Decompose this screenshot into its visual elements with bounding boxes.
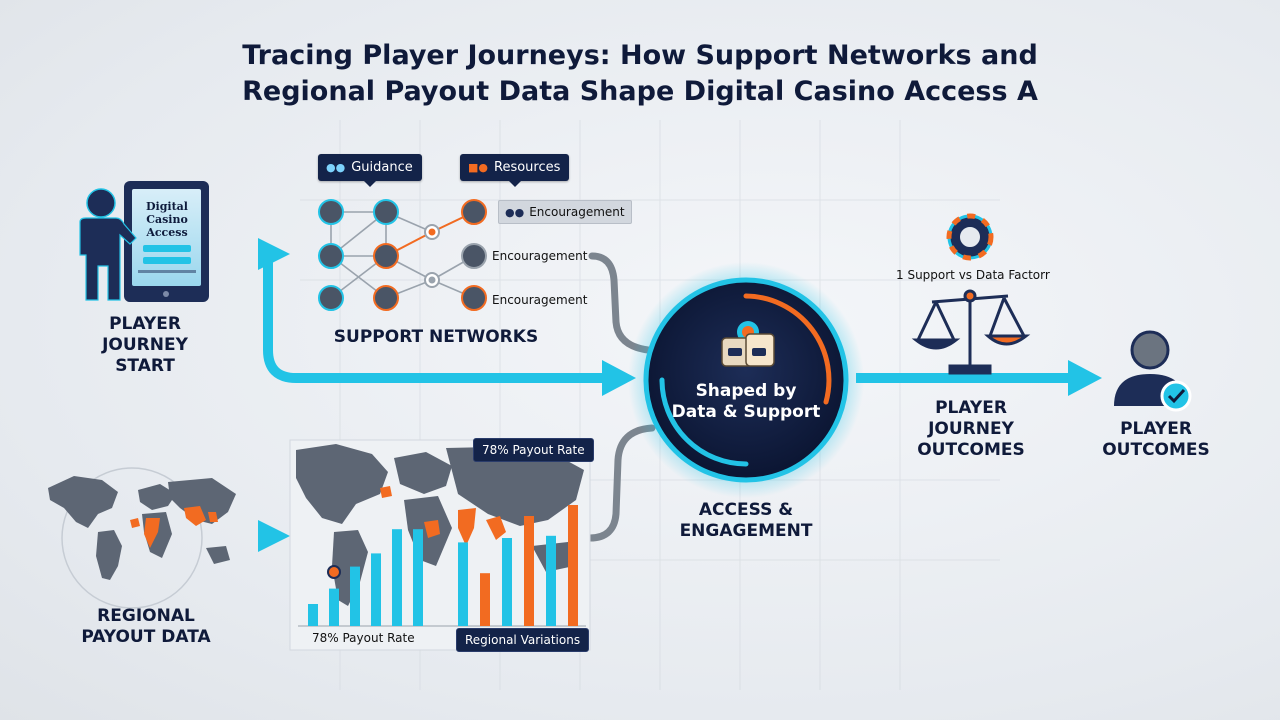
- player-outcomes-label: PLAYER OUTCOMES: [1086, 419, 1226, 461]
- network-person-node: [318, 243, 344, 269]
- payout-to-hub-connector: [586, 424, 656, 542]
- network-person-node: [318, 199, 344, 225]
- regional-arrowhead: [258, 520, 290, 552]
- resources-tag: ■● Resources: [460, 154, 570, 187]
- payout-bar: [413, 529, 423, 626]
- network-person-node: [373, 199, 399, 225]
- regional-variations-chip: Regional Variations: [456, 628, 590, 652]
- hub-orange-arc: [743, 293, 832, 405]
- hub-text: Shaped by Data & Support: [666, 381, 826, 423]
- payout-bar: [458, 542, 468, 626]
- network-person-node: [373, 243, 399, 269]
- encouragement-box-label: Encouragement: [529, 205, 625, 219]
- journey-outcomes-line2: JOURNEY: [928, 419, 1014, 439]
- resources-icon: ■●: [468, 161, 488, 174]
- support-to-hub-connector: [588, 252, 652, 354]
- support-network-graph: [330, 211, 475, 299]
- network-person-node: [461, 199, 487, 225]
- payout-bar: [308, 604, 318, 626]
- payout-bar: [502, 538, 512, 626]
- regional-payout-label: REGIONAL PAYOUT DATA: [60, 606, 232, 648]
- balance-scale-icon: [911, 289, 1031, 375]
- people-icon: ●●: [505, 205, 525, 219]
- hub-circle: [643, 277, 849, 483]
- main-flow-arrowhead: [602, 360, 636, 396]
- main-flow-line: [263, 257, 611, 383]
- payout-bar: [350, 566, 360, 626]
- network-person-node: [373, 285, 399, 311]
- hub-text-line1: Shaped by: [695, 381, 797, 401]
- hub-cyan-arc: [659, 377, 749, 467]
- network-hub-dot-2-center: [428, 276, 436, 284]
- guidance-tag: ●● Guidance: [318, 154, 422, 187]
- world-map-small-highlights: [130, 506, 218, 548]
- payout-bar-chart: [308, 505, 578, 626]
- page-title-line1: Tracing Player Journeys: How Support Net…: [242, 40, 1038, 71]
- access-label-line1: ACCESS &: [698, 500, 794, 520]
- regional-payout-panel: [289, 439, 591, 651]
- network-person-node: [318, 285, 344, 311]
- encouragement-label-2: Encouragement: [492, 249, 588, 263]
- map-marker: [327, 565, 341, 579]
- player-outcome-avatar-icon: [1114, 330, 1192, 412]
- support-vs-data-factor-label: 1 Support vs Data Factorr: [896, 268, 1050, 282]
- tablet-text-line2: Casino: [146, 213, 188, 226]
- journey-outcomes-line3: OUTCOMES: [917, 440, 1025, 460]
- payout-bar: [371, 553, 381, 626]
- world-map-large: [296, 444, 584, 606]
- wallet-chips-icon: [721, 321, 775, 367]
- tablet-text-line1: Digital: [146, 200, 188, 213]
- payout-bar: [546, 535, 556, 626]
- payout-rate-chip: 78% Payout Rate: [473, 438, 594, 462]
- resources-tag-label: Resources: [494, 160, 561, 175]
- payout-bar: [524, 516, 534, 626]
- payout-bar: [329, 588, 339, 626]
- start-label-line1: PLAYER: [109, 314, 181, 334]
- player-outcomes-line1: PLAYER: [1120, 419, 1192, 439]
- journey-outcomes-line1: PLAYER: [935, 398, 1007, 418]
- player-journey-outcomes-label: PLAYER JOURNEY OUTCOMES: [896, 398, 1046, 461]
- network-person-node: [461, 243, 487, 269]
- world-map-large-highlights: [380, 486, 506, 546]
- regional-label-line2: PAYOUT DATA: [81, 627, 211, 647]
- player-outcomes-line2: OUTCOMES: [1102, 440, 1210, 460]
- payout-rate-caption: 78% Payout Rate: [312, 631, 415, 645]
- people-icon: ●●: [326, 161, 346, 174]
- start-label-line3: START: [115, 356, 175, 376]
- tablet-text-line3: Access: [146, 226, 188, 239]
- network-person-node: [461, 285, 487, 311]
- network-hub-dot-center: [428, 228, 436, 236]
- support-networks-label: SUPPORT NETWORKS: [333, 327, 539, 347]
- access-label-line2: ENGAGEMENT: [679, 521, 813, 541]
- hub-text-line2: Data & Support: [671, 402, 821, 422]
- start-arrowhead: [258, 238, 290, 270]
- start-label-line2: JOURNEY: [102, 335, 188, 355]
- regional-label-line1: REGIONAL: [97, 606, 195, 626]
- payout-bar: [480, 573, 490, 626]
- access-engagement-label: ACCESS & ENGAGEMENT: [666, 500, 826, 542]
- encouragement-label-3: Encouragement: [492, 293, 588, 307]
- payout-bar: [392, 529, 402, 626]
- player-journey-start-label: PLAYER JOURNEY START: [90, 314, 200, 377]
- player-at-tablet-icon: [79, 181, 209, 302]
- casino-chip-icon: [946, 213, 994, 261]
- encouragement-box: ●● Encouragement: [498, 200, 632, 224]
- payout-bar: [568, 505, 578, 626]
- page-title-line2: Regional Payout Data Shape Digital Casin…: [242, 76, 1038, 107]
- guidance-tag-label: Guidance: [351, 160, 413, 175]
- outcome-arrowhead: [1068, 360, 1102, 396]
